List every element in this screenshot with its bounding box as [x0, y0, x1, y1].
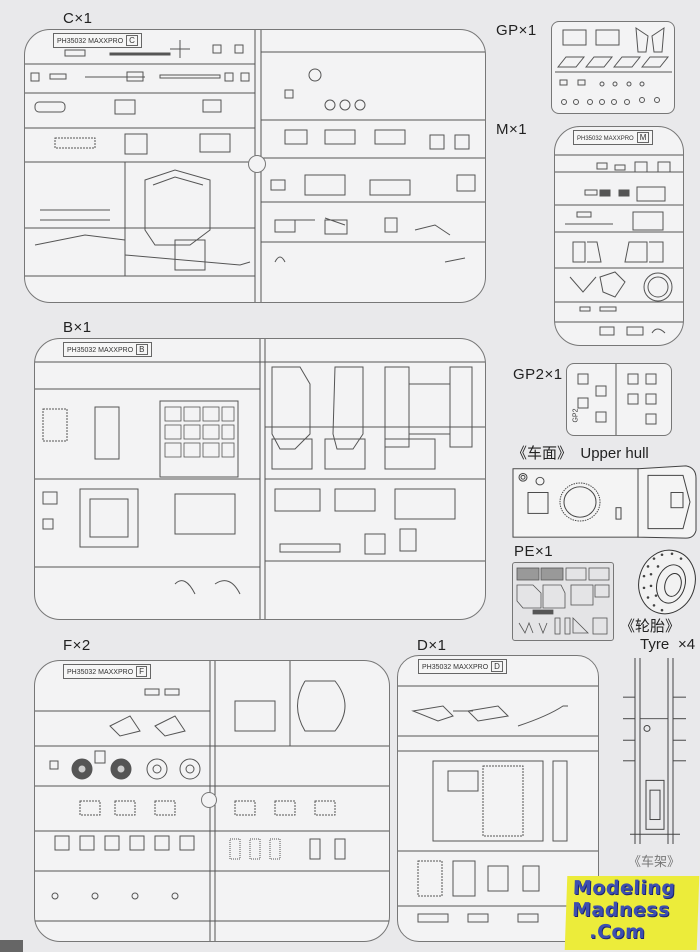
sprue-letter: C [126, 35, 138, 46]
sprue-gp [551, 21, 675, 114]
sprue-pe [512, 562, 614, 641]
sprue-b-parts [35, 339, 485, 619]
sprue-gp2: GP2 [566, 363, 672, 436]
sprue-c-label: C×1 [63, 10, 93, 27]
sprue-f-label: F×2 [63, 637, 91, 654]
sprue-gp-parts [555, 27, 672, 105]
page-corner-mark [0, 940, 23, 952]
sprue-gate-circle [201, 792, 217, 808]
sprue-d-label: D×1 [417, 637, 447, 654]
tyre-caption-cn: 《轮胎》 [620, 618, 681, 635]
upper-hull-part [512, 465, 697, 539]
sprue-code-text: PH35032 MAXXPRO [57, 38, 124, 45]
sprue-gp2-parts [577, 364, 657, 435]
tyre-quantity: ×4 [678, 636, 696, 653]
tyre-part [638, 549, 696, 615]
watermark-line-2: Madness [571, 899, 671, 921]
sprue-m-parts [555, 154, 683, 336]
sprue-m-label: M×1 [496, 121, 528, 138]
pe-fret-parts [516, 567, 610, 635]
sprue-code-text: PH35032 MAXXPRO [577, 136, 634, 142]
sprue-gate-circle [248, 155, 266, 173]
sprue-code-text: PH35032 MAXXPRO [422, 664, 489, 671]
upper-hull-caption: 《车面》 Upper hull [512, 446, 649, 462]
sprue-gp-label: GP×1 [496, 22, 537, 39]
watermark-line-3: .Com [588, 921, 646, 943]
tyre-caption-en: Tyre [640, 636, 670, 653]
sprue-letter: F [136, 666, 148, 677]
sprue-b-label: B×1 [63, 319, 92, 336]
sprue-letter: D [491, 661, 503, 672]
chassis-part [623, 658, 686, 844]
sprue-letter: B [136, 344, 148, 355]
chassis-caption-cn: 《车架》 [628, 854, 681, 869]
sprue-gp2-label: GP2×1 [513, 366, 563, 383]
sprue-d-parts [398, 685, 598, 923]
watermark-line-1: Modeling [572, 877, 676, 899]
sprue-letter: M [636, 132, 650, 143]
sprue-code-text: PH35032 MAXXPRO [67, 669, 134, 676]
watermark-logo: Modeling Madness .Com [564, 876, 700, 950]
sprue-pe-label: PE×1 [514, 543, 554, 560]
upper-hull-cn: 《车面》 [512, 445, 573, 462]
sprue-code-text: PH35032 MAXXPRO [67, 347, 134, 354]
sprue-c-parts [25, 30, 485, 302]
upper-hull-en: Upper hull [580, 445, 649, 462]
